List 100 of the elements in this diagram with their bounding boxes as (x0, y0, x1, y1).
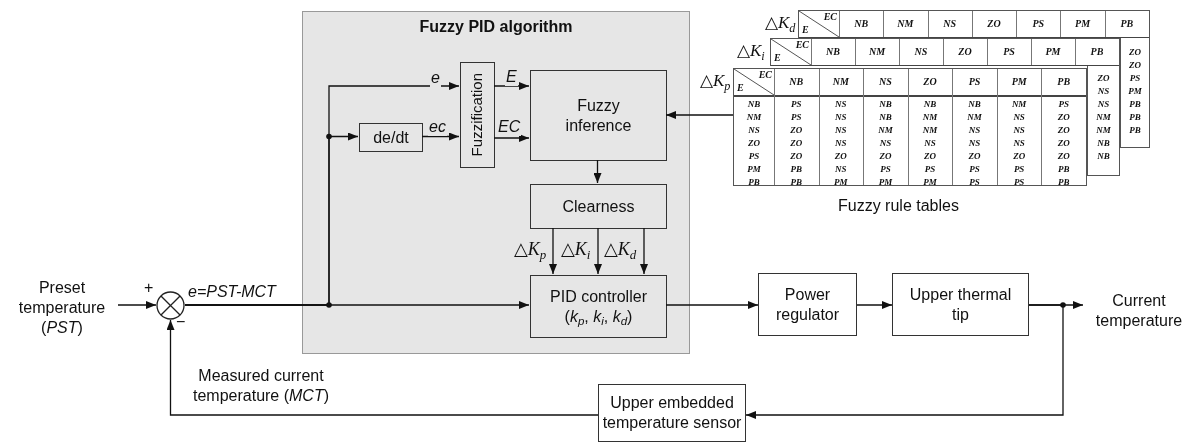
table-cell-text: PS (968, 176, 981, 189)
arrow (640, 227, 648, 275)
table-cell-text: NS (878, 76, 893, 87)
table-cell-text: NS (834, 124, 848, 137)
arrow (117, 301, 157, 309)
table-cell-text: NS (878, 137, 893, 150)
process-box: Fuzzy inference (530, 70, 667, 161)
table-cell-text: PS (790, 111, 803, 124)
table-cell-text: ZO (833, 150, 848, 163)
table-cell-text: NS (1012, 124, 1026, 137)
edge-label: △K$_{d}$ (603, 240, 638, 260)
table-cell-text: NS (747, 124, 761, 137)
arrow (593, 159, 602, 184)
table-cell-text: NS (913, 46, 929, 57)
table-cell-text: NB (967, 98, 982, 111)
table-cell-text: NM (745, 111, 763, 124)
arrow (665, 111, 734, 119)
arrow (665, 301, 759, 309)
table-cell-text: PB (1056, 76, 1072, 87)
table-cell-text: PB (1128, 124, 1142, 137)
edge-label: E (505, 68, 518, 86)
table-cell-text: ZO (878, 150, 893, 163)
table-cell: E (802, 24, 809, 35)
process-box: Upper embedded temperature sensor (598, 384, 746, 442)
sign-label: + (144, 279, 154, 297)
table-cell-text: PM (746, 163, 762, 176)
table-cell-text: NB (746, 98, 762, 111)
table-cell-text: ZO (957, 46, 973, 57)
table-cell-text: PS (1128, 72, 1142, 85)
table-cell-text: PB (1119, 18, 1135, 29)
table-cell-text: PB (1128, 98, 1142, 111)
edge-label: △K$_{i}$ (560, 240, 592, 260)
table-cell-text: NB (1096, 150, 1111, 163)
table-cell-text: NB (1096, 137, 1111, 150)
table-cell-text: NM (1095, 124, 1112, 137)
table-cell-text: NS (1012, 111, 1026, 124)
table-cell-text: NM (867, 46, 887, 57)
table-cell: EC (795, 39, 809, 50)
table-cell-text: NB (878, 111, 893, 124)
table-cell-text: NS (834, 98, 848, 111)
table-cell-text: ZO (1128, 59, 1142, 72)
table-cell-text: PS (1031, 18, 1046, 29)
arrow (745, 304, 1064, 419)
table-cell-text: ZO (967, 150, 982, 163)
process-box: Upper thermal tip (892, 273, 1029, 336)
table-cell-text: ZO (1096, 72, 1111, 85)
terminal-label: Preset temperature (PST) (6, 277, 118, 339)
table-cell-text: NM (921, 111, 939, 124)
table-cell-text: ZO (789, 137, 804, 150)
arrow (856, 301, 893, 309)
table-cell-text: PB (1056, 176, 1071, 189)
table-cell-text: NS (1096, 85, 1111, 98)
table-cell-text: PS (923, 163, 937, 176)
table-cell-text: NM (896, 18, 915, 29)
arrow (493, 134, 530, 142)
summing-junction (156, 291, 185, 320)
table-cell-text: ZO (1012, 150, 1027, 163)
process-box: Clearness (530, 184, 667, 229)
table-cell-text: NS (834, 137, 848, 150)
table-cell-text: NM (1095, 111, 1112, 124)
table-cell-text: NM (831, 76, 850, 87)
terminal-label: Current temperature (1083, 289, 1195, 333)
table-cell-text: PM (1127, 85, 1143, 98)
arrow (493, 82, 530, 90)
table-cell-text: PS (1057, 98, 1070, 111)
table-cell-text: NS (923, 137, 937, 150)
table-cell-text: ZO (747, 137, 761, 150)
table-cell-text: PS (967, 76, 982, 87)
algorithm-panel (302, 11, 690, 354)
table-cell-text: PB (1056, 163, 1071, 176)
process-box: Fuzzification (460, 62, 495, 168)
table-cell-text: PB (1128, 111, 1142, 124)
table-cell-text: PM (833, 176, 849, 189)
table-cell-text: ZO (1056, 124, 1071, 137)
table-cell-text: PM (877, 176, 894, 189)
table-cell-text: PS (879, 163, 892, 176)
table-cell-text: PM (1074, 18, 1092, 29)
sign-label: − (176, 313, 186, 331)
table-cell-text: ZO (986, 18, 1002, 29)
table-title: △K$_{p}$ (700, 70, 731, 91)
table-cell-text: ZO (923, 150, 937, 163)
table-cell-text: ZO (1056, 137, 1071, 150)
table-cell-text: PB (1089, 46, 1105, 57)
table-cell-text: ZO (789, 124, 804, 137)
table-cell-text: PM (1044, 46, 1062, 57)
arrow (166, 319, 599, 416)
table-cell-text: NB (922, 98, 938, 111)
table-cell-text: NS (1012, 137, 1026, 150)
table-cell-text: NM (966, 111, 983, 124)
arrow (594, 227, 602, 275)
table-cell-text: NS (967, 124, 982, 137)
table-cell-text: PB (789, 176, 804, 189)
table-cell-text: PS (747, 150, 761, 163)
table-cell: EC (758, 69, 772, 80)
table-cell-text: NB (853, 18, 870, 29)
table-cell-text: NM (877, 124, 894, 137)
arrow (549, 227, 557, 275)
table-cell-text: PS (968, 163, 981, 176)
table-title: △K$_{d}$ (765, 12, 796, 33)
table-cell-text: ZO (922, 76, 938, 87)
